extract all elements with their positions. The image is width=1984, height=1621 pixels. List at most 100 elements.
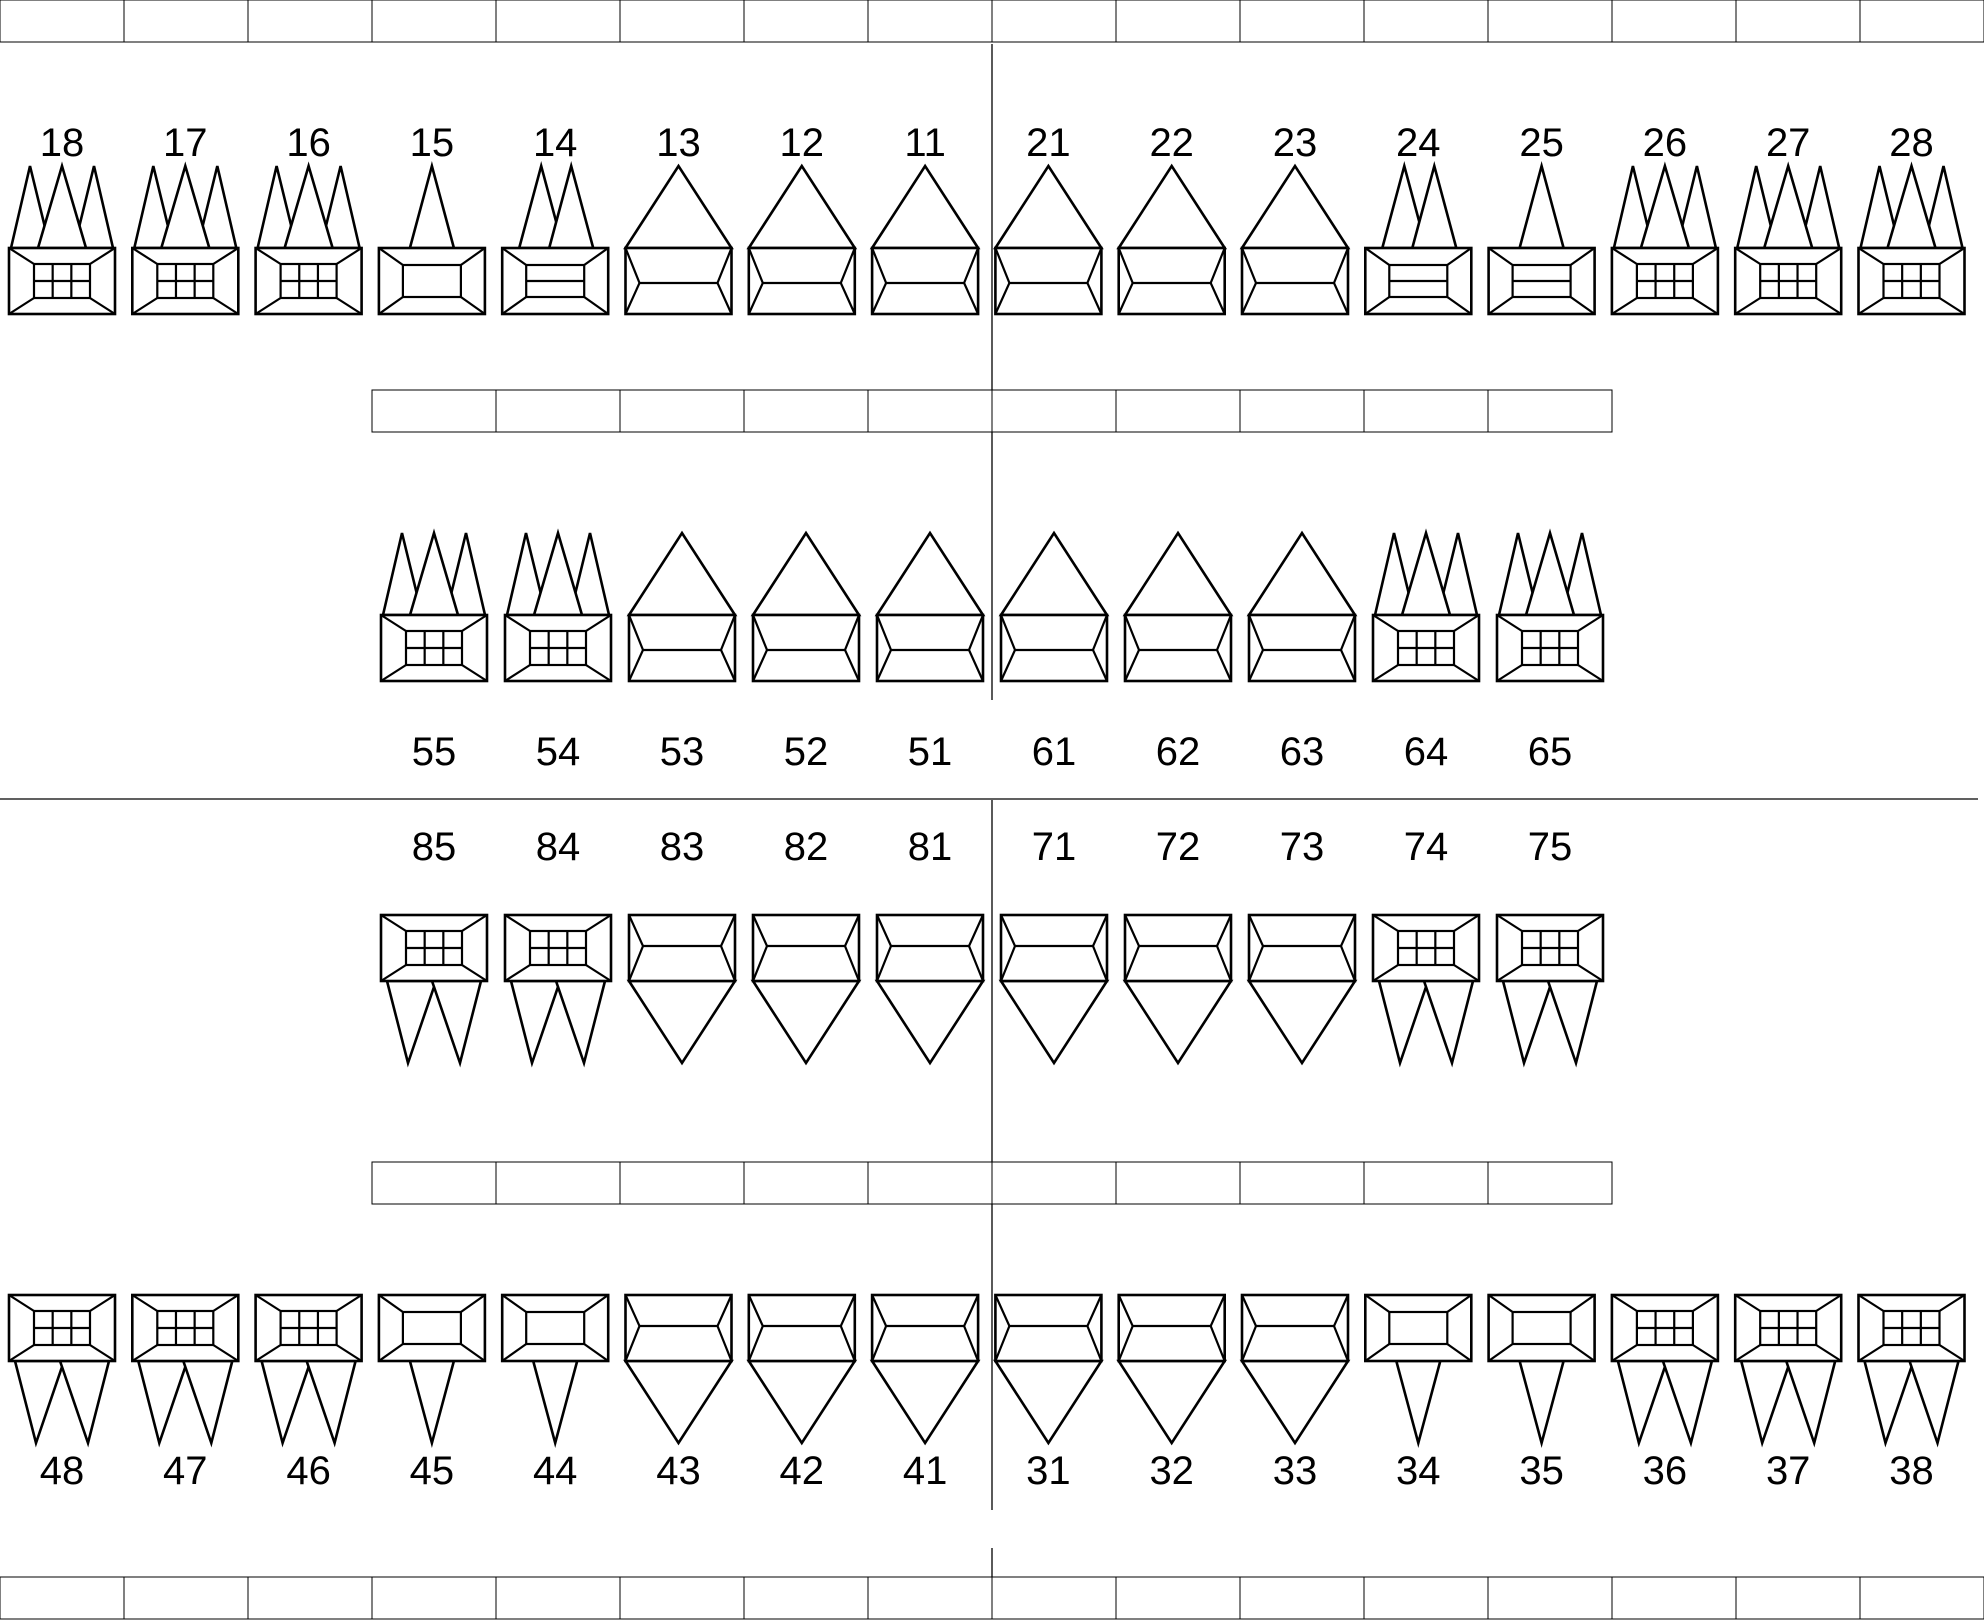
tooth-64 — [1371, 528, 1481, 683]
crown-outline — [870, 1293, 980, 1363]
tooth-number-82: 82 — [784, 825, 829, 869]
tooth-14 — [500, 160, 610, 316]
tooth-number-61: 61 — [1032, 730, 1077, 774]
root — [1422, 979, 1475, 1068]
tooth-roots — [381, 528, 487, 617]
tooth-roots — [259, 1359, 358, 1448]
occlusal-surface — [525, 1310, 586, 1346]
root — [58, 1359, 111, 1448]
root — [998, 979, 1110, 1066]
crown-bevel — [1372, 964, 1399, 982]
tooth-number-63: 63 — [1280, 730, 1325, 774]
tooth-roots — [869, 163, 981, 250]
upper-primary-teeth — [379, 528, 1605, 683]
crown-bevel — [1734, 247, 1761, 265]
crown-bevel — [585, 664, 612, 682]
crown-bevel — [583, 296, 609, 315]
crown-outline — [875, 913, 985, 983]
tooth-number-42: 42 — [780, 1449, 825, 1493]
tooth-roots — [1739, 1359, 1837, 1448]
tooth-44 — [500, 1293, 610, 1449]
tooth-number-51: 51 — [908, 730, 953, 774]
tooth-roots — [9, 161, 115, 250]
root — [36, 161, 88, 250]
tooth-number-35: 35 — [1519, 1449, 1564, 1493]
crown-bevel — [1692, 1344, 1719, 1362]
bottom-permanent-box-row-cell — [1735, 1576, 1861, 1620]
crown-bevel — [380, 914, 407, 932]
crown-outline — [1123, 913, 1233, 983]
crown-bevel — [1487, 247, 1514, 266]
top-permanent-box-row-cell — [1487, 0, 1613, 43]
crown-bevel — [1487, 1294, 1514, 1313]
root — [1639, 161, 1691, 250]
tooth-65 — [1495, 528, 1605, 683]
bottom-permanent-box-row-cell — [1487, 1576, 1613, 1620]
tooth-roots — [623, 1359, 734, 1446]
root — [623, 1359, 734, 1446]
top-permanent-box-row-cell — [1859, 0, 1984, 43]
tooth-roots — [1612, 161, 1718, 250]
tooth-41 — [869, 1293, 981, 1446]
tooth-roots — [874, 979, 986, 1066]
crown-outline — [751, 613, 861, 683]
tooth-roots — [408, 1359, 456, 1449]
upper-primary-box-row-cell — [991, 389, 1117, 433]
crown-bevel — [1487, 1343, 1514, 1362]
crown-outline — [1123, 613, 1233, 683]
bottom-permanent-box-row-cell — [371, 1576, 497, 1620]
tooth-number-24: 24 — [1396, 121, 1441, 165]
tooth-roots — [1394, 1359, 1442, 1449]
crown-bevel — [1496, 614, 1523, 632]
crown-bevel — [1815, 247, 1842, 265]
root — [1517, 160, 1566, 250]
tooth-roots — [874, 530, 986, 617]
crown-bevel — [380, 614, 407, 632]
tooth-25 — [1487, 160, 1596, 316]
tooth-number-18: 18 — [40, 121, 85, 165]
crown-outline — [627, 913, 737, 983]
lower-primary-box-row-cell — [1487, 1161, 1613, 1205]
tooth-number-53: 53 — [660, 730, 705, 774]
tooth-number-14: 14 — [533, 121, 578, 165]
root — [998, 530, 1110, 617]
crown-bevel — [1938, 297, 1966, 315]
tooth-roots — [623, 163, 734, 250]
crown-bevel — [583, 247, 609, 266]
lower-primary-box-row-cell — [1115, 1161, 1241, 1205]
tooth-number-36: 36 — [1643, 1449, 1688, 1493]
tooth-23 — [1239, 163, 1351, 316]
tooth-number-34: 34 — [1396, 1449, 1441, 1493]
bottom-permanent-box-row-cell — [867, 1576, 993, 1620]
crown-bevel — [255, 1344, 282, 1362]
crown-bevel — [89, 297, 116, 315]
bottom-permanent-box-row-cell — [1611, 1576, 1737, 1620]
occlusal-surface — [401, 263, 462, 299]
tooth-33 — [1239, 1293, 1351, 1446]
crown-bevel — [131, 1344, 158, 1362]
tooth-roots — [750, 530, 862, 617]
tooth-22 — [1116, 163, 1228, 316]
top-permanent-box-row-cell — [0, 0, 125, 43]
bottom-permanent-box-row-cell — [619, 1576, 745, 1620]
tooth-number-13: 13 — [656, 121, 701, 165]
root — [1762, 161, 1814, 250]
crown-outline — [624, 1293, 733, 1363]
bottom-permanent-box-row-cell — [495, 1576, 621, 1620]
crown-bevel — [1364, 1294, 1390, 1313]
tooth-73 — [1246, 913, 1358, 1066]
root — [1394, 1359, 1442, 1449]
tooth-roots — [1116, 1359, 1228, 1446]
tooth-83 — [626, 913, 738, 1066]
crown-outline — [1247, 613, 1357, 683]
bottom-permanent-box-row-cell — [0, 1576, 125, 1620]
crown-outline — [1240, 246, 1350, 316]
crown-bevel — [585, 614, 612, 632]
tooth-number-47: 47 — [163, 1449, 208, 1493]
crown-bevel — [1453, 964, 1480, 982]
root — [1661, 1359, 1714, 1448]
root — [1517, 1359, 1566, 1449]
tooth-roots — [1858, 161, 1965, 250]
crown-bevel — [8, 1294, 35, 1312]
tooth-roots — [998, 530, 1110, 617]
